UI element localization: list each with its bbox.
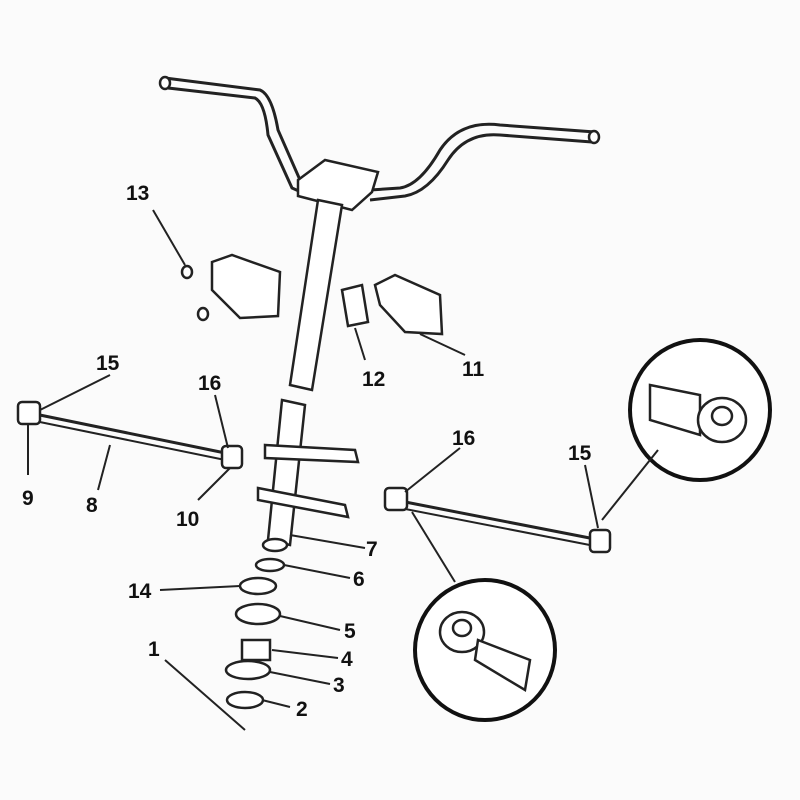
callout-16-left: 16	[198, 372, 221, 395]
callout-15-left: 15	[96, 352, 120, 375]
part-12-bushing	[340, 283, 370, 328]
callout-11: 11	[462, 358, 485, 381]
tie-rod-left	[16, 400, 244, 470]
callout-9: 9	[22, 487, 34, 510]
callout-14: 14	[128, 580, 152, 603]
callout-13: 13	[126, 182, 149, 205]
part-3-washer	[224, 659, 272, 681]
part-2-nut	[225, 690, 265, 710]
callout-1: 1	[148, 638, 160, 661]
callout-15-right: 15	[568, 442, 592, 465]
callout-12: 12	[362, 368, 385, 391]
callout-2: 2	[296, 698, 308, 721]
callout-3: 3	[333, 674, 345, 697]
steering-column	[256, 198, 360, 553]
part-14-nut	[238, 576, 278, 596]
callout-5: 5	[344, 620, 356, 643]
leader-lines	[27, 209, 659, 731]
tie-rod-right	[383, 486, 612, 554]
callout-8: 8	[86, 494, 98, 517]
handlebar-clamp	[296, 158, 380, 212]
clamp-block-left	[210, 253, 282, 320]
part-13-nut	[196, 306, 210, 322]
handlebar	[158, 75, 601, 202]
part-11-clamp-block	[373, 273, 444, 336]
part-4-bushing	[240, 638, 272, 662]
callout-4: 4	[341, 648, 353, 671]
detail-rod-end-lower	[413, 578, 557, 722]
callout-7: 7	[366, 538, 378, 561]
detail-rod-end-upper	[628, 338, 772, 482]
part-5-race	[234, 602, 282, 626]
callout-10: 10	[176, 508, 199, 531]
callout-16-right: 16	[452, 427, 475, 450]
part-6-bearing	[254, 557, 286, 573]
part-13-nut	[180, 264, 194, 280]
callout-6: 6	[353, 568, 365, 591]
